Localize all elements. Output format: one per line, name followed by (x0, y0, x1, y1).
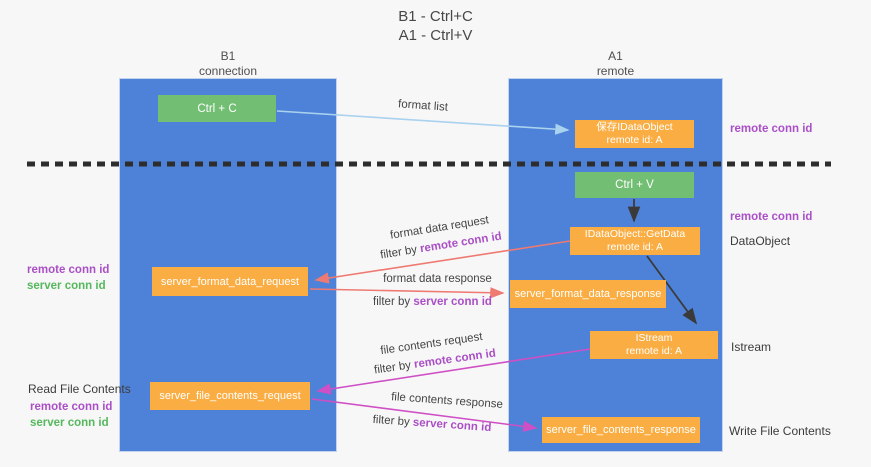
node-server-format-data-request-label: server_format_data_request (160, 275, 300, 288)
filter-id-server-conn-id: server conn id (412, 416, 492, 435)
edge-label-format-data-response: format data response (383, 273, 492, 285)
node-ctrl-v: Ctrl + V (575, 172, 694, 198)
annotation-dataobject: DataObject (730, 234, 791, 248)
annotation-remote-conn-id-left-mid: remote conn id (27, 264, 110, 276)
node-server-file-contents-request: server_file_contents_request (150, 382, 310, 410)
node-server-file-contents-request-label: server_file_contents_request (159, 390, 301, 402)
lane-b1-title: B1 (220, 49, 236, 63)
node-server-format-data-request: server_format_data_request (152, 267, 308, 296)
title-line-1: B1 - Ctrl+C (398, 8, 473, 25)
filter-id-remote-conn-id: remote conn id (413, 347, 497, 371)
lane-a1-title: A1 (608, 49, 623, 63)
node-server-file-contents-response: server_file_contents_response (542, 417, 700, 443)
annotation-remote-conn-id-mid: remote conn id (730, 211, 813, 223)
title-line-2: A1 - Ctrl+V (398, 27, 473, 44)
node-save-idataobject: 保存IDataObject remote id: A (575, 120, 694, 148)
node-idataobject-getdata: IDataObject::GetData remote id: A (570, 227, 700, 255)
edge-label-format-list: format list (397, 98, 449, 114)
node-ctrl-c-label: Ctrl + C (197, 102, 237, 115)
lane-header-b1: B1 connection (119, 49, 337, 79)
filter-prefix: filter by (373, 358, 415, 377)
annotation-server-conn-id-left-bottom: server conn id (30, 417, 109, 429)
node-save-idataobject-line1: 保存IDataObject (596, 121, 673, 133)
node-server-format-data-response-label: server_format_data_response (514, 288, 662, 300)
annotation-server-conn-id-left-mid: server conn id (27, 280, 106, 292)
lane-b1-subtitle: connection (198, 64, 258, 78)
node-getdata-line2: remote id: A (606, 241, 664, 253)
node-istream-line1: IStream (635, 332, 673, 344)
filter-prefix: filter by (372, 413, 414, 429)
filter-prefix: filter by (373, 296, 414, 308)
node-save-idataobject-line2: remote id: A (606, 134, 663, 146)
node-server-file-contents-response-label: server_file_contents_response (546, 424, 696, 436)
lane-header-a1: A1 remote (508, 49, 723, 79)
node-istream-line2: remote id: A (625, 345, 683, 357)
edge-label-file-contents-response-filter: filter by server conn id (368, 414, 497, 435)
annotation-remote-conn-id-left-bottom: remote conn id (30, 401, 113, 413)
filter-id-server-conn-id: server conn id (413, 296, 492, 308)
node-ctrl-c: Ctrl + C (158, 95, 276, 122)
annotation-read-file-contents: Read File Contents (28, 382, 131, 396)
node-getdata-line1: IDataObject::GetData (584, 228, 686, 240)
node-ctrl-v-label: Ctrl + V (615, 179, 654, 191)
node-istream: IStream remote id: A (590, 331, 718, 359)
lane-a1-subtitle: remote (596, 64, 635, 78)
filter-prefix: filter by (379, 243, 422, 262)
edge-label-format-data-response-filter: filter by server conn id (370, 296, 495, 308)
annotation-remote-conn-id-top: remote conn id (730, 123, 813, 135)
arrow-format-data-response (309, 287, 505, 299)
annotation-write-file-contents: Write File Contents (729, 424, 831, 438)
annotation-istream: Istream (731, 340, 772, 354)
node-server-format-data-response: server_format_data_response (510, 280, 666, 308)
edge-label-file-contents-response: file contents response (390, 391, 504, 411)
diagram-title: B1 - Ctrl+C A1 - Ctrl+V (0, 7, 871, 45)
